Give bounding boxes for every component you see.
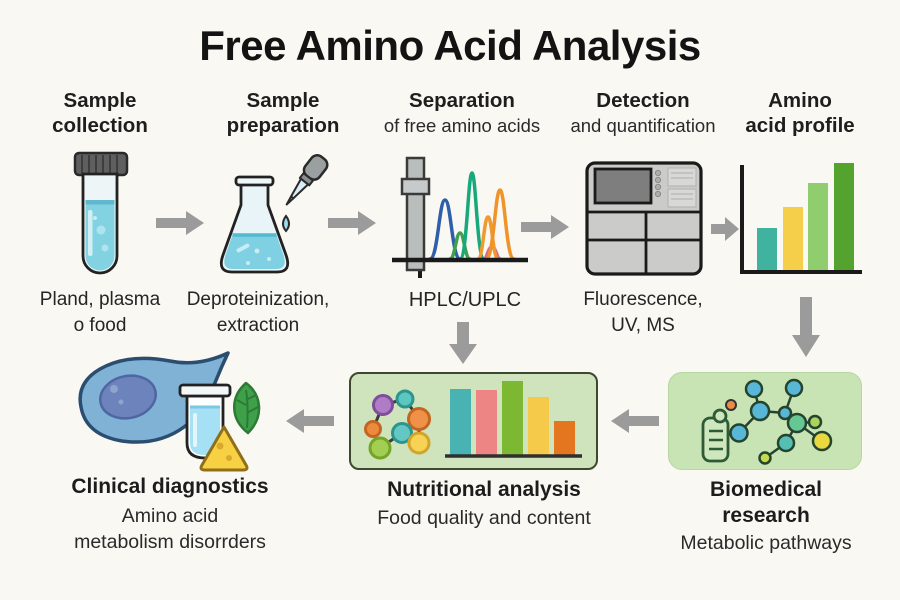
arrow-right-icon	[711, 217, 739, 241]
clinical-diagnostics-title: Clinical diagnostics	[71, 475, 269, 498]
caption-detection: Fluorescence, UV, MS	[583, 289, 703, 336]
pathway-network-icon	[701, 378, 833, 465]
arrow-down-icon	[449, 322, 477, 364]
clinical-diagnostics-subtitle: Amino acid metabolism disorrders	[74, 505, 266, 553]
caption-separation: HPLC/UPLC	[408, 289, 522, 311]
arrow-right-icon	[521, 215, 569, 239]
biomedical-research-title: Biomedical research	[709, 478, 823, 527]
step-label: of free amino acids	[383, 115, 541, 136]
arrow-down-icon	[792, 297, 820, 357]
step-header-separation: Separation of free amino acids	[384, 88, 540, 138]
arrow-right-icon	[328, 211, 376, 235]
step-label: Sample	[246, 89, 320, 112]
nutritional-analysis-subtitle: Food quality and content	[377, 507, 591, 529]
flask-dropper-icon	[219, 154, 329, 274]
bar-profile-icon	[740, 163, 862, 274]
step-header-sample-preparation: Sample preparation	[227, 88, 340, 138]
nutritional-analysis-box	[349, 372, 598, 470]
arrow-left-icon	[611, 409, 659, 433]
test-tube-icon	[73, 151, 129, 275]
step-header-sample-collection: Sample collection	[52, 88, 148, 138]
step-header-detection: Detection and quantification	[570, 88, 715, 138]
step-label: Amino	[768, 89, 832, 112]
detector-instrument-icon	[585, 161, 703, 276]
arrow-right-icon	[156, 211, 204, 235]
step-label: Sample	[63, 89, 137, 112]
page-title: Free Amino Acid Analysis	[199, 22, 701, 69]
cell-tube-leaf-triangle-icon	[78, 351, 261, 472]
step-label: preparation	[226, 114, 340, 137]
chromatogram-icon	[392, 156, 528, 278]
step-label: acid profile	[745, 114, 855, 137]
step-label: and quantification	[570, 115, 716, 136]
arrow-left-icon	[286, 409, 334, 433]
biomedical-research-box	[668, 372, 862, 470]
caption-sample-collection: Pland, plasma o food	[39, 289, 161, 336]
nutritional-analysis-title: Nutritional analysis	[387, 478, 581, 501]
biomedical-research-subtitle: Metabolic pathways	[680, 532, 852, 554]
step-label: Detection	[596, 89, 690, 112]
step-label: Separation	[409, 89, 515, 112]
molecule-bars-icon	[364, 381, 582, 460]
step-label: collection	[52, 114, 148, 137]
step-header-amino-acid-profile: Amino acid profile	[745, 88, 854, 138]
caption-sample-preparation: Deproteinization, extraction	[186, 289, 330, 336]
